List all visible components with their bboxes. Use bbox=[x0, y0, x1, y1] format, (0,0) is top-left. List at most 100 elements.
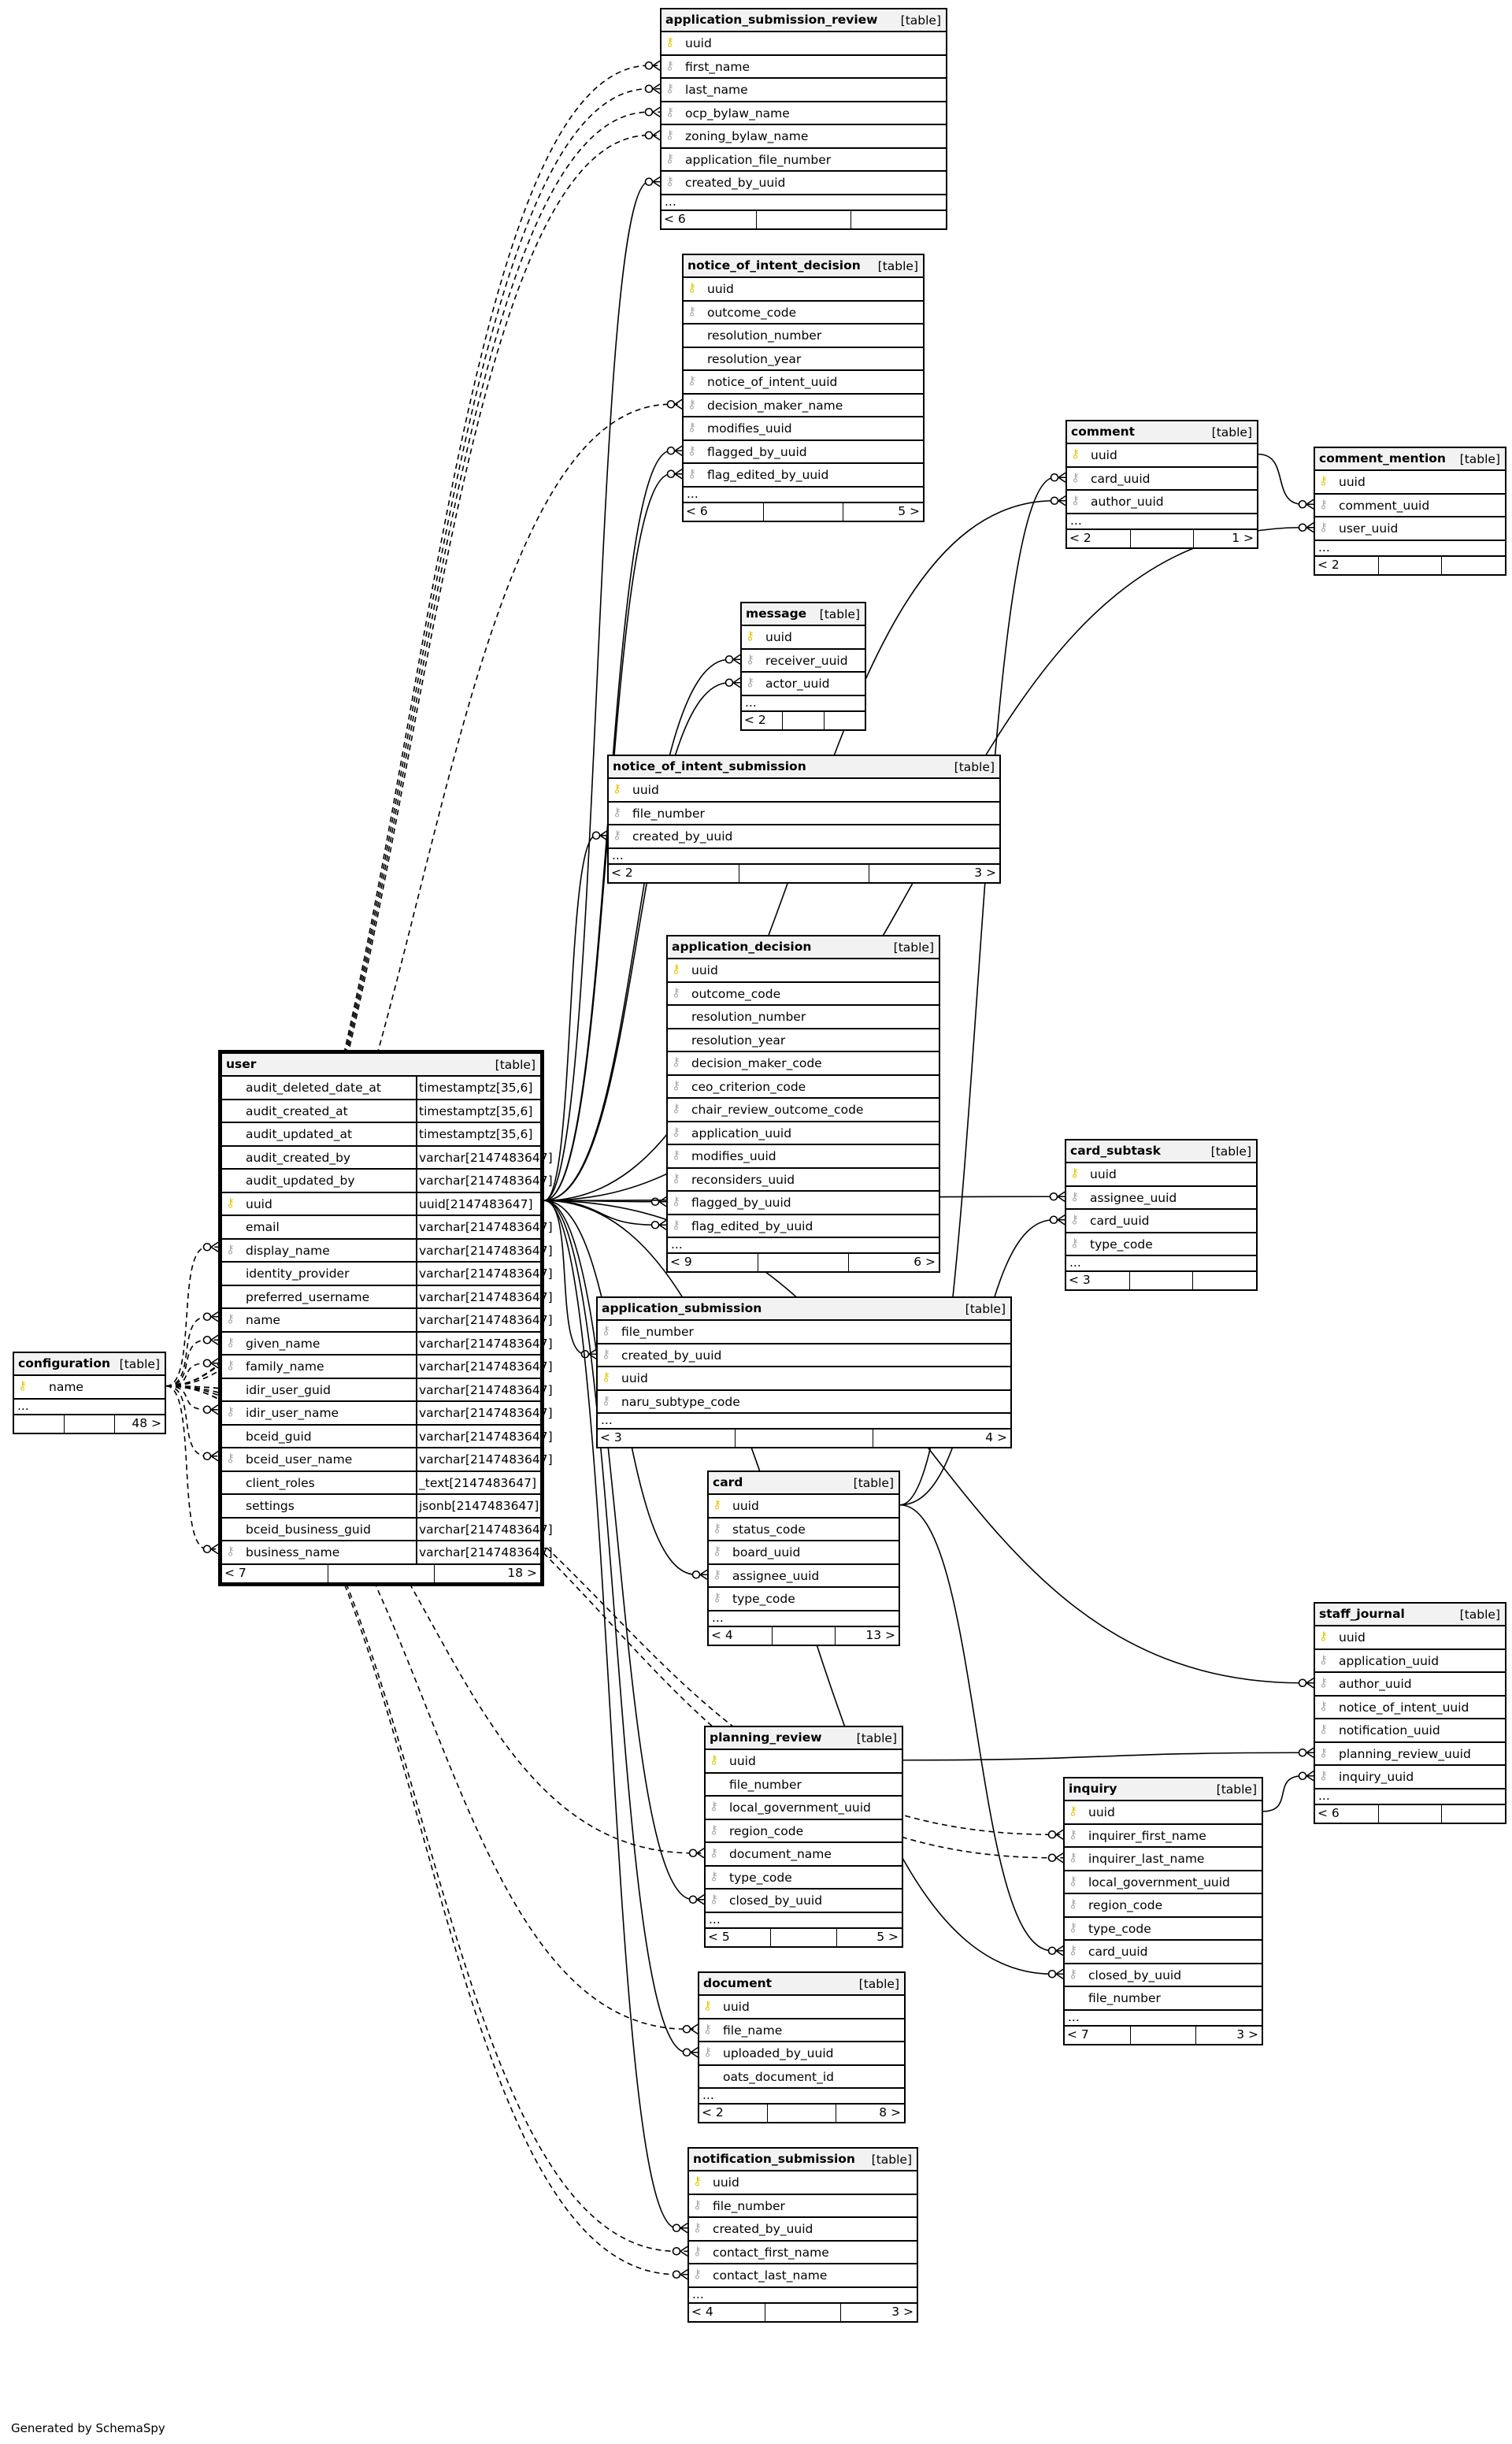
column-row[interactable]: ⚷first_name bbox=[662, 56, 946, 79]
column-row[interactable]: ⚷ocp_bylaw_name bbox=[662, 102, 946, 125]
column-row[interactable]: ⚷type_code bbox=[706, 1867, 902, 1890]
children-count[interactable]: 48 > bbox=[132, 1415, 161, 1430]
column-row[interactable]: ⚷local_government_uuid bbox=[1065, 1871, 1262, 1894]
column-row[interactable]: ⚷file_number bbox=[609, 803, 999, 825]
column-row[interactable]: ⚷uuid bbox=[598, 1367, 1010, 1391]
column-row[interactable]: ⚷card_uuid bbox=[1066, 1210, 1256, 1233]
column-row[interactable]: resolution_number bbox=[684, 325, 923, 348]
column-row[interactable]: ⚷name bbox=[14, 1376, 165, 1400]
children-count[interactable]: 3 > bbox=[891, 2304, 914, 2319]
column-row[interactable]: ⚷card_uuid bbox=[1067, 468, 1257, 491]
column-row[interactable]: ⚷region_code bbox=[1065, 1894, 1262, 1918]
column-row[interactable]: client_roles_text[2147483647] bbox=[222, 1471, 540, 1495]
column-row[interactable]: file_number bbox=[706, 1774, 902, 1797]
table-card-subtask[interactable]: card_subtask[table]⚷uuid⚷assignee_uuid⚷c… bbox=[1065, 1139, 1258, 1291]
column-row[interactable]: ⚷inquirer_first_name bbox=[1065, 1825, 1262, 1848]
parents-count[interactable]: < 6 bbox=[664, 211, 686, 226]
column-row[interactable]: ⚷file_number bbox=[689, 2195, 917, 2218]
table-configuration[interactable]: configuration[table]⚷name...48 > bbox=[13, 1352, 166, 1434]
column-row[interactable]: ⚷assignee_uuid bbox=[1066, 1187, 1256, 1210]
column-row[interactable]: ⚷inquiry_uuid bbox=[1315, 1766, 1505, 1789]
children-count[interactable]: 5 > bbox=[876, 1929, 899, 1944]
column-row[interactable]: ⚷naru_subtype_code bbox=[598, 1391, 1010, 1414]
table-message[interactable]: message[table]⚷uuid⚷receiver_uuid⚷actor_… bbox=[740, 602, 866, 731]
column-row[interactable]: ⚷uuid bbox=[684, 278, 923, 302]
parents-count[interactable]: < 2 bbox=[611, 865, 633, 880]
column-row[interactable]: ⚷chair_review_outcome_code bbox=[668, 1099, 939, 1122]
children-count[interactable]: 3 > bbox=[1236, 2027, 1259, 2042]
parents-count[interactable]: < 4 bbox=[711, 1627, 733, 1642]
column-row[interactable]: ⚷application_uuid bbox=[668, 1122, 939, 1145]
column-row[interactable]: ⚷planning_review_uuid bbox=[1315, 1743, 1505, 1766]
column-row[interactable]: ⚷flag_edited_by_uuid bbox=[684, 464, 923, 488]
table-card[interactable]: card[table]⚷uuid⚷status_code⚷board_uuid⚷… bbox=[707, 1470, 900, 1646]
parents-count[interactable]: < 4 bbox=[691, 2304, 713, 2319]
parents-count[interactable]: < 2 bbox=[1069, 530, 1091, 545]
column-row[interactable]: ⚷uuid bbox=[1315, 471, 1505, 495]
column-row[interactable]: ⚷contact_last_name bbox=[689, 2264, 917, 2288]
column-row[interactable]: ⚷flagged_by_uuid bbox=[668, 1192, 939, 1215]
column-row[interactable]: ⚷outcome_code bbox=[668, 983, 939, 1006]
column-row[interactable]: ⚷uuid bbox=[709, 1495, 899, 1519]
column-row[interactable]: ⚷document_name bbox=[706, 1843, 902, 1867]
column-row[interactable]: resolution_year bbox=[668, 1029, 939, 1052]
column-row[interactable]: oats_document_id bbox=[699, 2066, 904, 2089]
children-count[interactable]: 6 > bbox=[914, 1255, 936, 1269]
parents-count[interactable]: < 6 bbox=[686, 503, 708, 518]
column-row[interactable]: ⚷author_uuid bbox=[1315, 1673, 1505, 1697]
parents-count[interactable]: < 3 bbox=[1069, 1273, 1091, 1287]
children-count[interactable]: 13 > bbox=[865, 1627, 896, 1642]
table-comment-mention[interactable]: comment_mention[table]⚷uuid⚷comment_uuid… bbox=[1314, 447, 1506, 576]
column-row[interactable]: ⚷created_by_uuid bbox=[662, 172, 946, 195]
column-row[interactable]: ⚷uuid bbox=[1067, 444, 1257, 468]
column-row[interactable]: resolution_year bbox=[684, 348, 923, 371]
parents-count[interactable]: < 3 bbox=[600, 1430, 622, 1445]
column-row[interactable]: ⚷assignee_uuid bbox=[709, 1565, 899, 1588]
column-row[interactable]: ⚷modifies_uuid bbox=[684, 417, 923, 441]
column-row[interactable]: ⚷type_code bbox=[1065, 1918, 1262, 1941]
table-comment[interactable]: comment[table]⚷uuid⚷card_uuid⚷author_uui… bbox=[1065, 420, 1258, 549]
column-row[interactable]: ⚷notice_of_intent_uuid bbox=[684, 371, 923, 395]
parents-count[interactable]: < 2 bbox=[702, 2105, 724, 2119]
column-row[interactable]: ⚷uuid bbox=[699, 1996, 904, 2019]
column-row[interactable]: ⚷uuid bbox=[742, 626, 865, 650]
parents-count[interactable]: < 9 bbox=[670, 1255, 692, 1269]
table-notice-of-intent-decision[interactable]: notice_of_intent_decision[table]⚷uuid⚷ou… bbox=[682, 254, 925, 522]
column-row[interactable]: ⚷notification_uuid bbox=[1315, 1719, 1505, 1743]
column-row[interactable]: ⚷actor_uuid bbox=[742, 673, 865, 696]
parents-count[interactable]: < 7 bbox=[1067, 2027, 1089, 2042]
table-notification-submission[interactable]: notification_submission[table]⚷uuid⚷file… bbox=[687, 2147, 918, 2323]
column-row[interactable]: resolution_number bbox=[668, 1006, 939, 1029]
column-row[interactable]: ⚷contact_first_name bbox=[689, 2242, 917, 2264]
column-row[interactable]: ⚷decision_maker_code bbox=[668, 1052, 939, 1076]
table-document[interactable]: document[table]⚷uuid⚷file_name⚷uploaded_… bbox=[698, 1971, 906, 2123]
column-row[interactable]: ⚷uploaded_by_uuid bbox=[699, 2042, 904, 2066]
table-application-submission[interactable]: application_submission[table]⚷file_numbe… bbox=[596, 1296, 1012, 1448]
column-row[interactable]: ⚷uuid bbox=[689, 2171, 917, 2195]
column-row[interactable]: ⚷file_number bbox=[598, 1321, 1010, 1344]
column-row[interactable]: ⚷status_code bbox=[709, 1519, 899, 1541]
column-row[interactable]: ⚷comment_uuid bbox=[1315, 495, 1505, 517]
column-row[interactable]: ⚷card_uuid bbox=[1065, 1941, 1262, 1964]
column-row[interactable]: ⚷created_by_uuid bbox=[598, 1344, 1010, 1367]
column-row[interactable]: ⚷uuid bbox=[1315, 1626, 1505, 1650]
children-count[interactable]: 4 > bbox=[985, 1430, 1007, 1445]
column-row[interactable]: ⚷modifies_uuid bbox=[668, 1145, 939, 1169]
column-row[interactable]: ⚷closed_by_uuid bbox=[1065, 1964, 1262, 1987]
column-row[interactable]: ⚷ceo_criterion_code bbox=[668, 1076, 939, 1099]
column-row[interactable]: ⚷board_uuid bbox=[709, 1541, 899, 1565]
